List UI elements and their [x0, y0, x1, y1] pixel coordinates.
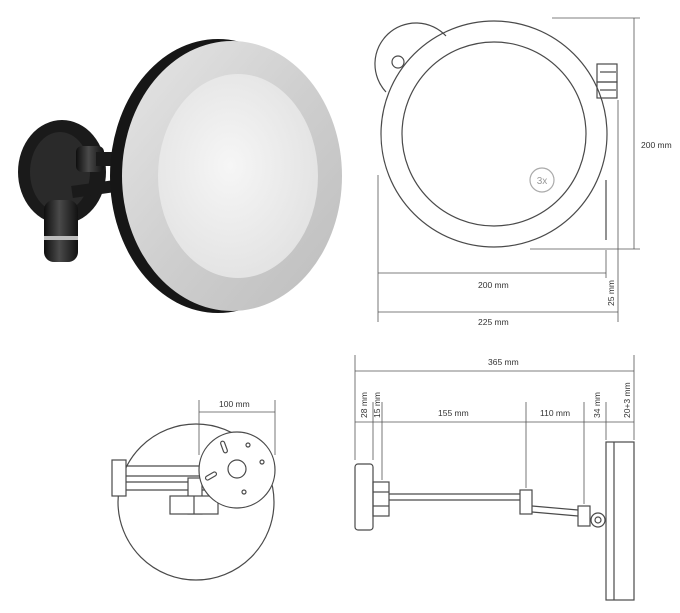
front-view-drawing: [374, 20, 618, 248]
dimension-plate-label: 100 mm: [219, 399, 250, 409]
dimension-diameter-label: 200 mm: [478, 280, 509, 290]
dimension-d-label: 110 mm: [540, 408, 570, 418]
dimension-total-width-label: 225 mm: [478, 317, 509, 327]
wall-plate-side-view: [354, 463, 374, 531]
mirror-inner-outline: [401, 41, 587, 227]
dimension-height-label: 200 mm: [641, 140, 672, 150]
dimension-e-label: 34 mm: [592, 392, 602, 418]
wall-plate-top-view: [198, 431, 276, 509]
dimension-c-label: 155 mm: [438, 408, 469, 418]
dimension-a-label: 28 mm: [359, 392, 369, 418]
magnification-badge: [529, 167, 555, 193]
hinge-top-view: [111, 459, 127, 497]
dimension-segments: [355, 402, 634, 504]
dimension-overall-depth: [354, 355, 635, 460]
dimension-b-label: 15 mm: [372, 392, 382, 418]
arm-knob: [44, 200, 78, 262]
mirror-side-view: [605, 441, 635, 601]
dimension-diameter: [377, 175, 607, 322]
mirror-outline-top-view: [117, 423, 275, 581]
mirror-glass: [158, 74, 318, 278]
dimension-depth-small-label: 25 mm: [606, 280, 616, 306]
top-view-drawing: [111, 423, 276, 581]
mirror-outer-outline: [380, 20, 608, 248]
side-view-drawing: [354, 441, 635, 601]
dimension-plate: [198, 400, 276, 455]
arm-knob-band: [44, 236, 78, 240]
plate-screw-hole: [391, 55, 405, 69]
hinge-block-bottom: [596, 81, 618, 99]
dimension-f-label: 20+3 mm: [622, 382, 632, 418]
wall-plate-outline: [374, 22, 447, 93]
magnification-badge-label: 3x: [537, 176, 548, 187]
dimension-height: [530, 17, 640, 250]
dimension-overall-depth-label: 365 mm: [488, 357, 519, 367]
mirror-product-render: [18, 39, 342, 313]
hinge-block-top: [596, 63, 618, 83]
